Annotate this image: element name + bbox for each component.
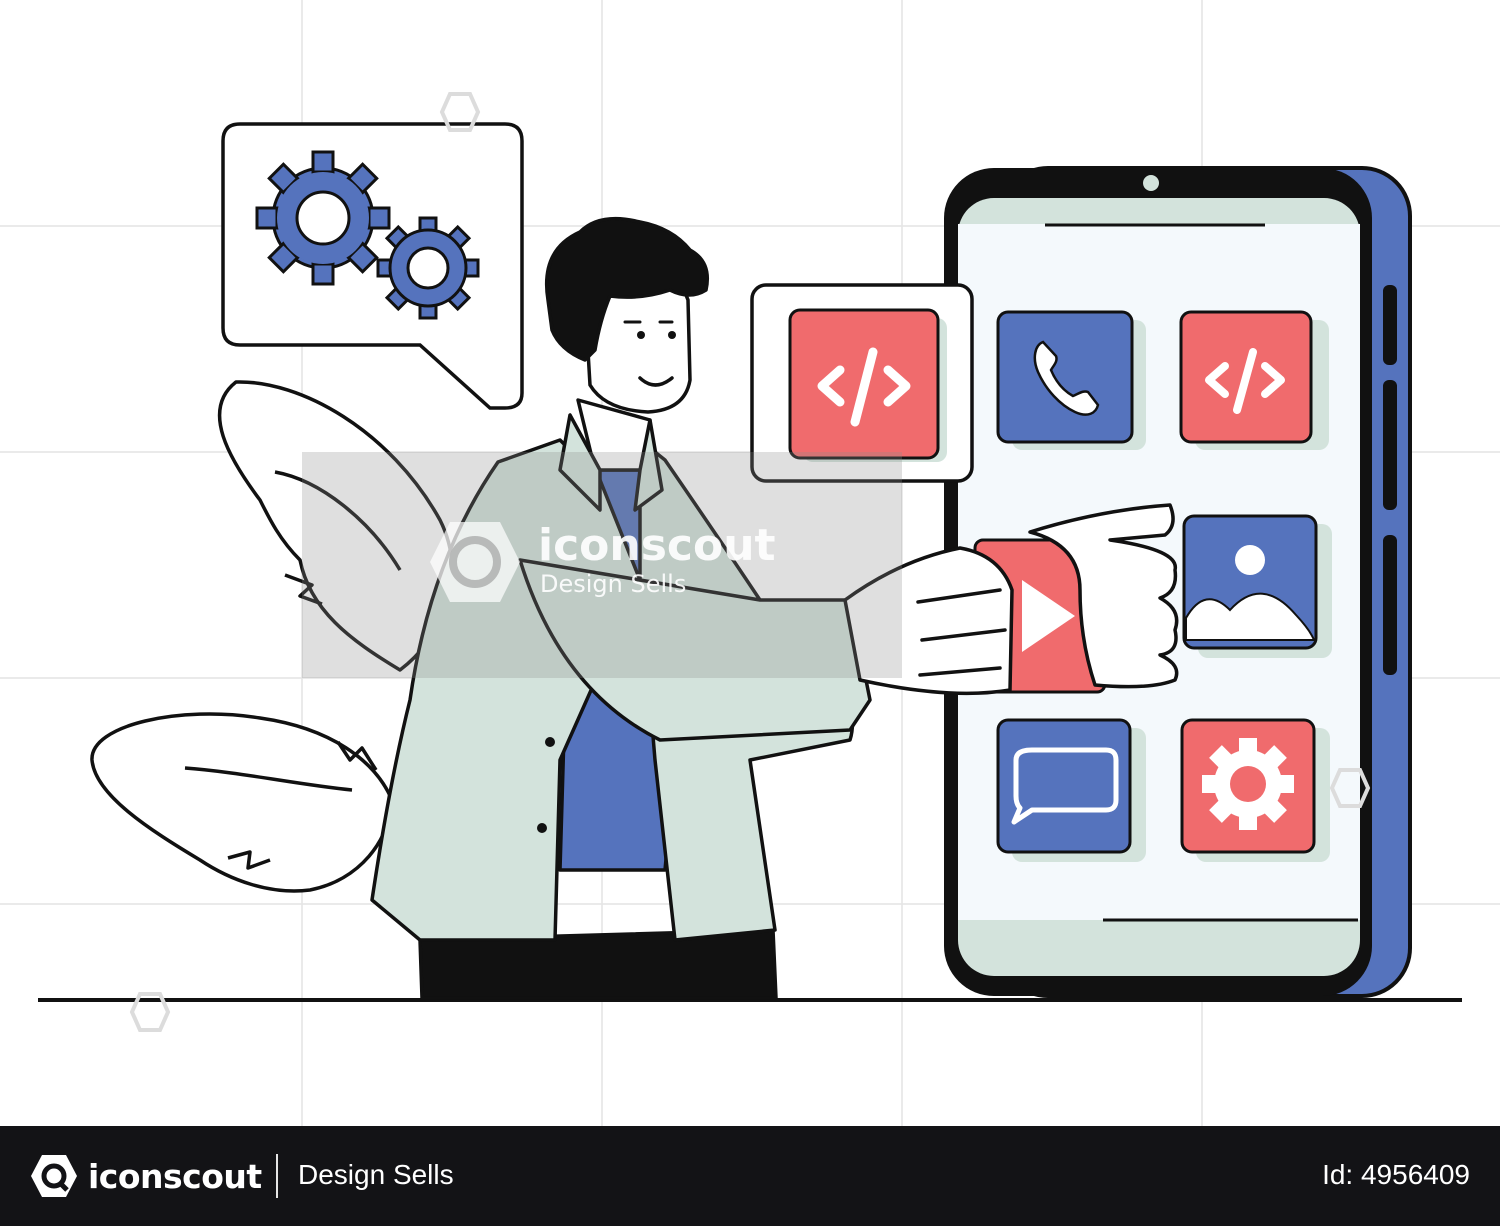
footer-tagline: Design Sells — [298, 1159, 454, 1190]
brand-logo[interactable]: iconscout — [30, 1153, 262, 1199]
app-chat-icon — [996, 718, 1146, 862]
watermark-tagline: Design Sells — [540, 570, 687, 598]
person — [370, 216, 872, 1000]
leaf-lower — [90, 712, 394, 893]
footer-bar: iconscout Design Sells Id: 4956409 — [0, 1126, 1500, 1226]
app-gear-icon — [1180, 718, 1330, 862]
speech-bubble — [221, 122, 524, 410]
app-image-icon — [1182, 514, 1332, 658]
gears-icon — [255, 150, 480, 320]
footer-divider — [276, 1154, 278, 1198]
selected-code-card — [750, 283, 974, 483]
hands — [843, 503, 1179, 696]
asset-id: Id: 4956409 — [1322, 1159, 1470, 1190]
brand-name: iconscout — [88, 1156, 262, 1196]
leaf-upper — [217, 380, 454, 672]
app-code-icon — [1179, 310, 1329, 450]
iconscout-logo-icon — [31, 1155, 77, 1197]
illustration — [0, 0, 1500, 1126]
watermark-name: iconscout — [538, 520, 776, 571]
watermark — [129, 92, 1371, 1032]
code-icon — [817, 347, 911, 427]
app-phone-icon — [996, 310, 1146, 450]
